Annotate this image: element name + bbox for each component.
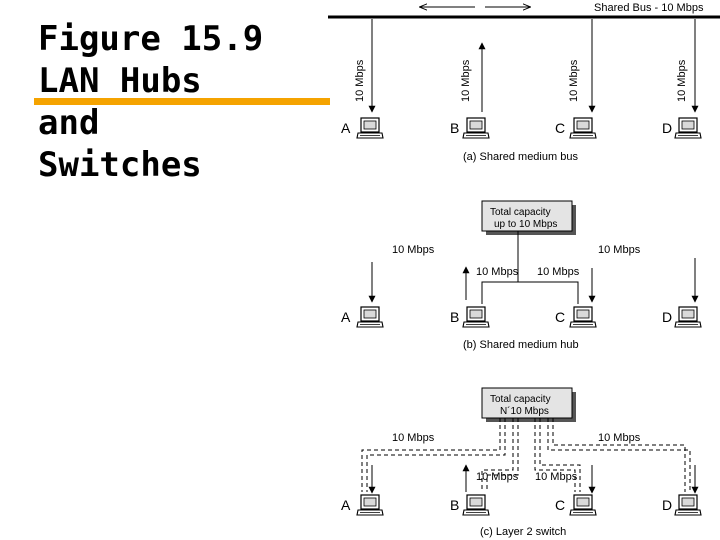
bus-label: Shared Bus - 10 Mbps: [594, 2, 704, 14]
hub-link-a-label: 10 Mbps: [392, 244, 435, 256]
panel-c-caption: (c) Layer 2 switch: [480, 526, 566, 538]
switch-path-a-2: [366, 418, 506, 492]
bus-link-a-label: 10 Mbps: [354, 59, 366, 102]
panel-b-shared-hub: Total capacity up to 10 Mbps 10 Mbps 10 …: [341, 200, 702, 351]
panel-a-shared-bus: Shared Bus - 10 Mbps 10 Mbps 10 Mbps 10 …: [328, 2, 720, 163]
switch-node-a-label: A: [341, 497, 351, 513]
bus-link-d-label: 10 Mbps: [676, 59, 688, 102]
bus-node-b-label: B: [450, 120, 459, 136]
hub-link-d-label: 10 Mbps: [598, 244, 641, 256]
computer-icon: [674, 306, 702, 328]
figure-title: Figure 15.9 LAN Hubs and Switches: [38, 18, 263, 186]
bus-node-a-label: A: [341, 120, 351, 136]
title-line-2: LAN Hubs: [38, 61, 202, 101]
hub-link-c: [518, 281, 579, 304]
bus-node-c-label: C: [555, 120, 565, 136]
panel-b-caption: (b) Shared medium hub: [463, 339, 579, 351]
switch-node-d-label: D: [662, 497, 672, 513]
switch-capacity-line-1: Total capacity: [490, 394, 551, 405]
computer-icon: [462, 494, 490, 516]
hub-link-b: [481, 231, 519, 304]
computer-icon: [674, 494, 702, 516]
switch-box: [481, 387, 573, 419]
bus-link-b-label: 10 Mbps: [460, 59, 472, 102]
title-accent-bar: [34, 98, 330, 105]
switch-capacity-line-2: N´10 Mbps: [500, 405, 549, 417]
switch-path-a: [361, 418, 501, 492]
switch-path-c: [534, 418, 576, 492]
computer-icon: [569, 117, 597, 139]
hub-node-d-label: D: [662, 309, 672, 325]
switch-link-c-label: 10 Mbps: [535, 471, 578, 483]
hub-capacity-line-2: up to 10 Mbps: [494, 219, 557, 230]
switch-node-c-label: C: [555, 497, 565, 513]
computer-icon: [356, 117, 384, 139]
title-line-1: Figure 15.9: [38, 19, 264, 59]
panel-a-caption: (a) Shared medium bus: [463, 151, 578, 163]
computer-icon: [356, 306, 384, 328]
switch-path-b: [481, 418, 514, 492]
title-line-3: and: [38, 103, 100, 143]
title-line-4: Switches: [38, 145, 202, 185]
switch-path-b-2: [486, 418, 519, 492]
hub-node-c-label: C: [555, 309, 565, 325]
computer-icon: [356, 494, 384, 516]
switch-path-d-2: [552, 418, 686, 492]
hub-link-c-label: 10 Mbps: [537, 266, 580, 278]
hub-capacity-line-1: Total capacity: [490, 207, 551, 218]
computer-icon: [462, 117, 490, 139]
panel-c-layer2-switch: Total capacity N´10 Mbps 10 Mbps 10 Mbps…: [341, 387, 702, 538]
computer-icon: [674, 117, 702, 139]
switch-node-b-label: B: [450, 497, 459, 513]
switch-link-b-label: 10 Mbps: [476, 471, 519, 483]
switch-link-d-label: 10 Mbps: [598, 432, 641, 444]
hub-node-a-label: A: [341, 309, 351, 325]
switch-path-c-2: [539, 418, 581, 492]
hub-box: [481, 200, 573, 232]
hub-link-b-label: 10 Mbps: [476, 266, 519, 278]
switch-link-a-label: 10 Mbps: [392, 432, 435, 444]
computer-icon: [462, 306, 490, 328]
switch-path-d: [547, 418, 691, 492]
computer-icon: [569, 494, 597, 516]
computer-icon: [569, 306, 597, 328]
bus-link-c-label: 10 Mbps: [568, 59, 580, 102]
hub-node-b-label: B: [450, 309, 459, 325]
bus-node-d-label: D: [662, 120, 672, 136]
